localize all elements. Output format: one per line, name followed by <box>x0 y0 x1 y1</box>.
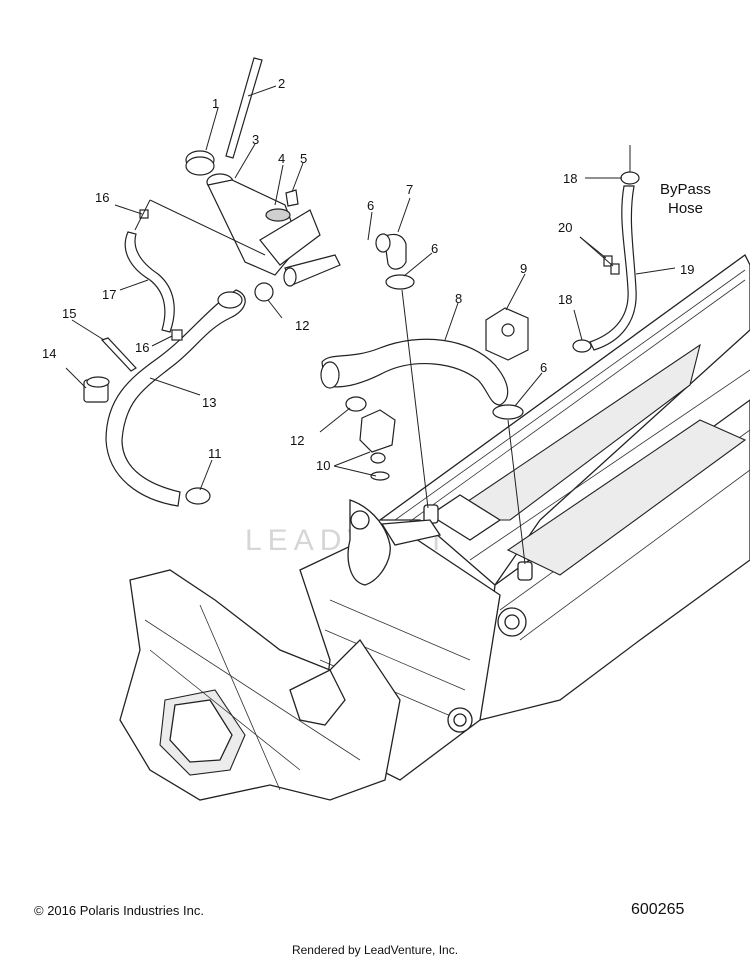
callout-12b: 12 <box>290 433 304 448</box>
hose-part-19 <box>589 185 637 351</box>
fitting-part-14 <box>83 376 110 403</box>
callout-17: 17 <box>102 287 116 302</box>
chassis-frame <box>119 254 750 801</box>
callout-2: 2 <box>278 76 285 91</box>
hose-part-17 <box>124 231 175 333</box>
callout-numbers: 1 2 3 4 5 6 6 6 7 8 9 10 11 12 12 13 14 … <box>42 76 694 473</box>
callout-19: 19 <box>680 262 694 277</box>
leader-lines <box>65 85 676 565</box>
strap-part-15 <box>100 337 137 372</box>
filler-housing-part-3-4 <box>206 173 341 287</box>
clip-part-5 <box>285 189 299 207</box>
rendered-by: Rendered by LeadVenture, Inc. <box>291 943 459 957</box>
clamp-part-11 <box>185 487 211 505</box>
callout-13: 13 <box>202 395 216 410</box>
callout-1: 1 <box>212 96 219 111</box>
block-part-9 <box>485 307 529 361</box>
coupler-part-12 <box>254 282 367 412</box>
thermostat-part-10 <box>359 409 396 481</box>
callout-11: 11 <box>208 446 222 461</box>
rod-part-2 <box>225 57 263 159</box>
callout-8: 8 <box>455 291 462 306</box>
clamp-part-6 <box>385 274 524 420</box>
callout-20: 20 <box>558 220 572 235</box>
copyright: © 2016 Polaris Industries Inc. <box>34 903 204 918</box>
callout-16b: 16 <box>135 340 149 355</box>
diagram-number: 600265 <box>631 901 685 918</box>
callout-12a: 12 <box>295 318 309 333</box>
callout-18b: 18 <box>558 292 572 307</box>
callout-6b: 6 <box>431 241 438 256</box>
callout-4: 4 <box>278 151 285 166</box>
callout-14: 14 <box>42 346 56 361</box>
callout-15: 15 <box>62 306 76 321</box>
callout-16a: 16 <box>95 190 109 205</box>
bypass-note-line-1: ByPass <box>660 181 711 198</box>
cap-part-1 <box>185 150 215 176</box>
callout-6c: 6 <box>540 360 547 375</box>
callout-9: 9 <box>520 261 527 276</box>
callout-7: 7 <box>406 182 413 197</box>
callout-3: 3 <box>252 132 259 147</box>
hose-part-13 <box>105 289 246 507</box>
fitting-part-16 <box>139 209 183 341</box>
callout-18a: 18 <box>563 171 577 186</box>
callout-5: 5 <box>300 151 307 166</box>
callout-10: 10 <box>316 458 330 473</box>
elbow-part-7 <box>375 233 407 270</box>
callout-6a: 6 <box>367 198 374 213</box>
bypass-note-line-2: Hose <box>668 200 703 217</box>
hose-part-8 <box>320 338 509 406</box>
